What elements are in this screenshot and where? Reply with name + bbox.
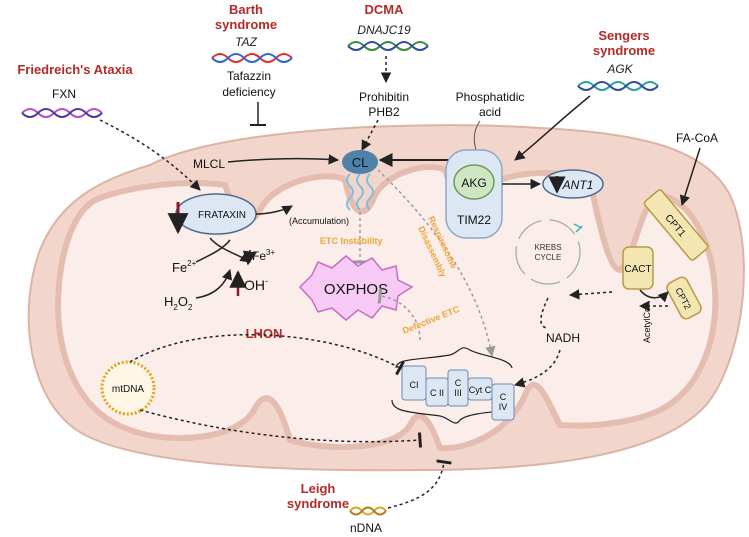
mlcl-label: MLCL [193,157,225,171]
mtdna-label: mtDNA [112,384,145,395]
krebs-arrow-icon [573,223,583,233]
h2o2-label: H2O2 [164,294,193,312]
cl-label: CL [352,155,369,170]
fe2-link [195,239,231,263]
etc-to-oxphos-inhibit [377,288,421,341]
cytochrome-c-label: Cyt C [469,385,492,395]
krebs-label-line1: KREBS [534,243,561,252]
accumulation-label: (Accumulation) [289,216,349,226]
frataxin-node: FRATAXIN [167,193,257,235]
cl-head [342,150,378,174]
cardiolipin: CL [342,150,378,211]
prohibitin-line2: PHB2 [368,105,400,119]
frataxin-label: FRATAXIN [198,210,246,221]
complex-iv-label-line1: C [500,392,507,402]
tim22-label: TIM22 [457,213,491,227]
phosphatidic-line2: acid [479,105,501,119]
complex-ii-label: C II [430,388,444,398]
ant1-node: ANT1 [542,169,604,199]
oxphos-node: OXPHOS [298,255,414,321]
mtdna-ring: mtDNA [100,360,156,416]
cpt1-node: CPT1 [643,189,709,261]
nadh-label: NADH [546,331,580,345]
tafazzin-line2: deficiency [222,85,275,99]
oxphos-label: OXPHOS [324,281,388,298]
complex-iii-label-line2: III [454,388,462,398]
ndna-dna-icon [349,506,387,516]
frataxin-to-accumulation-arrow [255,205,293,216]
cpt2-node: CPT2 [666,276,702,320]
tafazzin-line1: Tafazzin [227,69,271,83]
cl-to-etc-arrow [377,169,496,358]
etc-instability-label: ETC Instability [320,236,383,246]
dcma-title: DCMA [365,2,405,17]
cact-label: CACT [624,264,651,275]
fe2-label: Fe2+ [172,259,197,275]
tim22-complex: AKG TIM22 [445,149,503,239]
oh-label: OH- [244,276,268,293]
mlcl-to-cl-arrow [227,154,340,165]
complex-iii-label-line1: C [455,378,462,388]
etc-brace-top [395,347,513,369]
barth-title-line1: Barth [229,2,263,17]
phosphatidic-line1: Phosphatidic [456,90,525,104]
leigh-title-line1: Leigh [301,481,336,496]
acetylcoa-to-krebs-arrow [568,289,613,300]
sengers-title-line2: syndrome [593,43,655,58]
complex-i-label: CI [410,380,419,390]
acetylcoa-label: AcetylCoA [642,301,652,343]
fe3-up-arrow-icon [242,249,257,266]
agk-to-akg-arrow [514,95,591,161]
ant1-label: ANT1 [562,178,594,192]
dnajc19-gene-label: DNAJC19 [357,23,411,37]
fa-coa-label: FA-CoA [676,131,718,145]
leigh-title-line2: syndrome [287,496,349,511]
prohibitin-line1: Prohibitin [359,90,409,104]
cact-to-cpt2-arrow [639,289,669,303]
ndna-label: nDNA [350,521,382,535]
agk-gene-label: AGK [606,62,633,76]
lhon-title: LHON [246,326,283,341]
krebs-cycle: KREBS CYCLE [515,219,583,285]
akg-node [453,164,495,200]
h2o2-to-oh-arrow [195,269,232,299]
etc-complexes: CI C II C III Cyt C C IV [391,347,515,424]
mtdna-to-ci-inhibit [129,333,405,376]
dnajc19-dna-icon [347,41,429,51]
fxn-gene-label: FXN [52,87,76,101]
complex-iv [491,383,515,421]
krebs-label-line2: CYCLE [535,253,562,262]
sengers-title-line1: Sengers [598,28,649,43]
barth-title-line2: syndrome [215,17,277,32]
complex-iv-label-line2: IV [499,402,508,412]
etc-brace-bottom [391,399,511,424]
fxn-dna-icon [21,108,103,118]
friedreich-title: Friedreich's Ataxia [17,62,133,77]
agk-dna-icon [577,81,659,91]
fa-coa-arrow [679,147,701,207]
krebs-to-nadh-line [540,297,549,329]
taz-gene-label: TAZ [235,35,257,49]
fxn-to-frataxin-arrow [99,119,201,191]
cact-node: CACT [622,246,654,290]
mtdna-to-etc-inhibit [139,409,423,448]
akg-label: AKG [461,176,486,190]
nadh-to-etc-arrow [513,349,561,388]
taz-dna-icon [211,53,293,63]
